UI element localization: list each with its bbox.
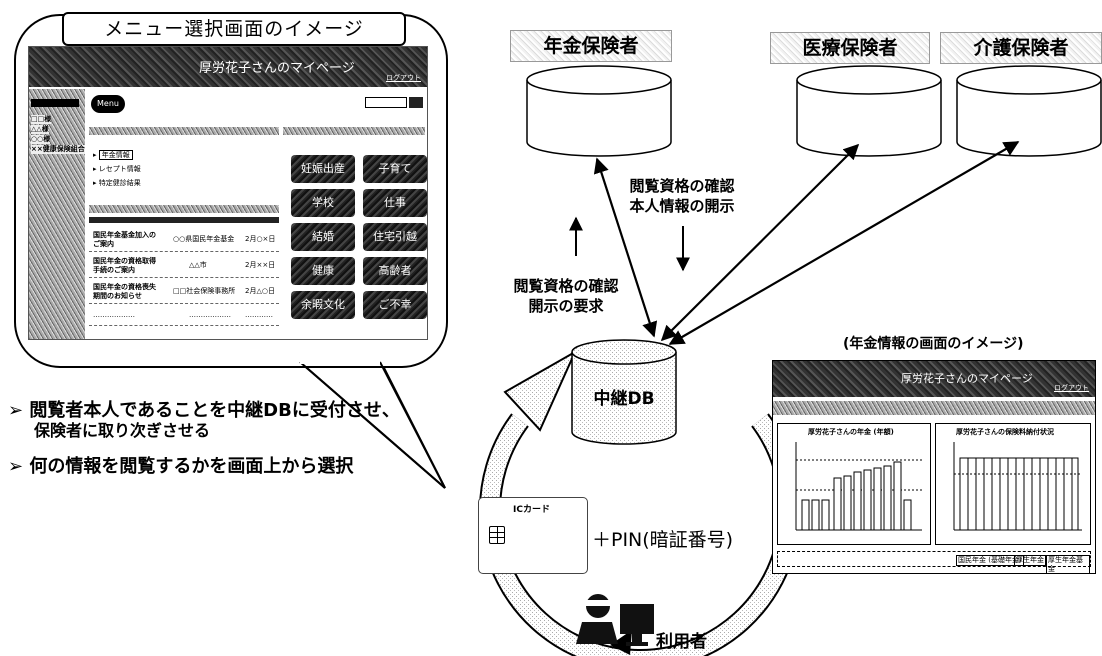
bullet-1: ➢ 閲覧者本人であることを中継DBに受付させ、 bbox=[8, 400, 400, 421]
pension-chart-1: 厚労花子さんの年金 (年額) bbox=[777, 423, 931, 545]
ic-card-label: ICカード bbox=[513, 505, 550, 515]
care-insurer-label: 介護保険者 bbox=[940, 32, 1102, 64]
search-input[interactable] bbox=[365, 97, 407, 108]
life-event-button[interactable]: 高齢者 bbox=[363, 257, 427, 285]
search-icon[interactable] bbox=[409, 97, 423, 108]
pension-db-icon bbox=[526, 65, 672, 157]
sidebar-item[interactable]: ○○様 bbox=[31, 135, 51, 144]
sidebar-item[interactable]: △△様 bbox=[31, 125, 49, 134]
list-item[interactable]: ▸ レセプト情報 bbox=[93, 165, 141, 173]
medical-db-icon bbox=[796, 65, 942, 157]
life-event-button[interactable]: 健康 bbox=[291, 257, 355, 285]
notice-row[interactable]: 国民年金基金加入のご案内 ○○県国民年金基金 2月○×日 bbox=[89, 229, 279, 252]
ic-card: ICカード bbox=[478, 497, 588, 574]
notice-row[interactable]: 国民年金の資格喪失期間のお知らせ □□社会保険事務所 2月△○日 bbox=[89, 281, 279, 304]
pension-insurer-label: 年金保険者 bbox=[510, 30, 672, 62]
bubble-title: メニュー選択画面のイメージ bbox=[62, 12, 406, 46]
sidebar-item[interactable]: □□様 bbox=[31, 115, 52, 124]
life-event-button[interactable]: ご不幸 bbox=[363, 291, 427, 319]
menu-badge[interactable]: Menu bbox=[91, 95, 125, 113]
life-event-button[interactable]: 子育て bbox=[363, 155, 427, 183]
footer-tab[interactable]: 厚生年金 bbox=[1014, 555, 1046, 566]
pension-info-screen: 厚労花子さんのマイページ ログアウト 厚労花子さんの年金 (年額) 厚労花子さん… bbox=[772, 360, 1096, 574]
bullet-1-cont: 保険者に取り次ぎさせる bbox=[34, 421, 211, 440]
mypage-header: 厚労花子さんのマイページ bbox=[199, 61, 355, 76]
pension-screen-caption: (年金情報の画面のイメージ) bbox=[843, 336, 1024, 352]
mypage-banner: 厚労花子さんのマイページ ログアウト bbox=[29, 47, 427, 87]
pension-banner: 厚労花子さんのマイページ ログアウト bbox=[773, 361, 1095, 397]
medical-insurer-label: 医療保険者 bbox=[770, 32, 930, 64]
user-icon bbox=[576, 594, 654, 646]
list-item[interactable]: ▸ 年金情報 bbox=[93, 150, 133, 160]
pension-chart-2: 厚労花子さんの保険料納付状況 bbox=[935, 423, 1091, 545]
central-db-icon bbox=[571, 339, 677, 445]
life-event-button[interactable]: 余暇文化 bbox=[291, 291, 355, 319]
life-event-button[interactable]: 住宅引越 bbox=[363, 223, 427, 251]
mypage-menu-screen: 厚労花子さんのマイページ ログアウト □□様 △△様 ○○様 ××健康保険組合 … bbox=[28, 46, 428, 340]
ic-chip-icon bbox=[489, 526, 505, 544]
pension-header: 厚労花子さんのマイページ bbox=[901, 372, 1033, 385]
pension-footer: 国民年金 (基礎年金) 厚生年金 厚生年金基金 bbox=[777, 551, 1091, 573]
confirm-annotation: 閲覧資格の確認 本人情報の開示 bbox=[629, 177, 735, 215]
notice-row[interactable]: 国民年金の資格取得手続のご案内 △△市 2月××日 bbox=[89, 255, 279, 278]
life-event-button[interactable]: 学校 bbox=[291, 189, 355, 217]
cycle-arrowhead-icon bbox=[503, 349, 578, 432]
mypage-sidebar: □□様 △△様 ○○様 ××健康保険組合 bbox=[29, 89, 85, 339]
central-db-label: 中継DB bbox=[593, 389, 655, 409]
life-event-button[interactable]: 仕事 bbox=[363, 189, 427, 217]
footer-tab[interactable]: 国民年金 (基礎年金) bbox=[956, 555, 1024, 566]
pension-logout-link[interactable]: ログアウト bbox=[1054, 384, 1089, 392]
sidebar-item[interactable]: ××健康保険組合 bbox=[31, 145, 85, 154]
logout-link[interactable]: ログアウト bbox=[386, 74, 421, 82]
footer-tab[interactable]: 厚生年金基金 bbox=[1046, 555, 1090, 573]
bullet-2: ➢ 何の情報を閲覧するかを画面上から選択 bbox=[8, 456, 354, 477]
life-event-button[interactable]: 妊娠出産 bbox=[291, 155, 355, 183]
care-db-icon bbox=[956, 65, 1102, 157]
notice-row[interactable]: ……………… ……………… ………… bbox=[89, 307, 279, 326]
user-label: 利用者 bbox=[656, 632, 707, 652]
list-item[interactable]: ▸ 特定健診結果 bbox=[93, 179, 141, 187]
request-annotation: 閲覧資格の確認 開示の要求 bbox=[513, 277, 619, 315]
pin-label: ＋PIN(暗証番号) bbox=[592, 529, 734, 551]
life-event-button[interactable]: 結婚 bbox=[291, 223, 355, 251]
